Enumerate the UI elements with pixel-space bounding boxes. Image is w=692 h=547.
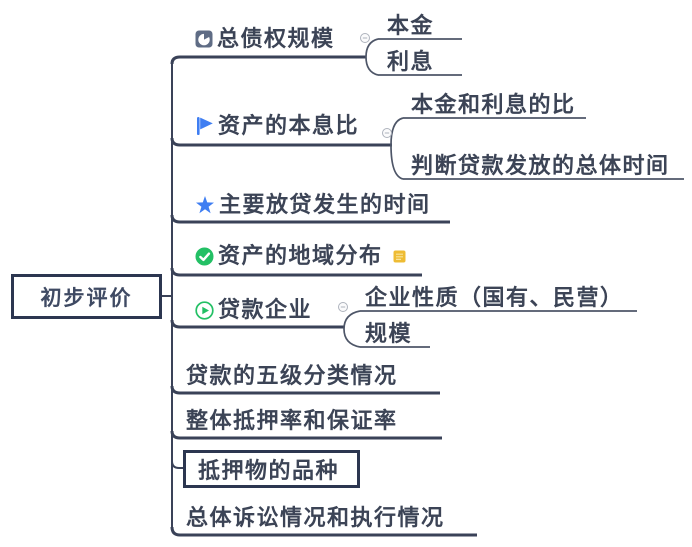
topic-collateral-types[interactable]: 抵押物的品种 bbox=[183, 450, 360, 488]
subtopic-interest[interactable]: 利息 bbox=[387, 49, 435, 75]
topic-lending-time[interactable]: 主要放贷发生的时间 bbox=[195, 192, 431, 218]
collapse-handle-total-debt[interactable] bbox=[360, 33, 370, 43]
topic-label: 贷款企业 bbox=[218, 297, 313, 323]
flag-icon bbox=[196, 116, 214, 136]
bracket-enterprise-children bbox=[343, 310, 361, 348]
topic-litigation-enforcement[interactable]: 总体诉讼情况和执行情况 bbox=[186, 505, 445, 531]
root-node-label: 初步评价 bbox=[40, 284, 133, 310]
topic-label: 总体诉讼情况和执行情况 bbox=[186, 505, 445, 531]
root-node[interactable]: 初步评价 bbox=[11, 274, 162, 319]
topic-label: 主要放贷发生的时间 bbox=[219, 192, 431, 218]
topic-mortgage-guarantee-rate[interactable]: 整体抵押率和保证率 bbox=[186, 408, 398, 434]
topic-label: 抵押物的品种 bbox=[198, 458, 340, 484]
branch-underline-total-debt bbox=[170, 55, 366, 65]
topic-label: 贷款的五级分类情况 bbox=[186, 363, 398, 389]
topic-label: 整体抵押率和保证率 bbox=[186, 408, 398, 434]
pie-chart-icon bbox=[195, 30, 213, 48]
bracket-ratio-children bbox=[390, 117, 404, 180]
subtopic-scale[interactable]: 规模 bbox=[365, 321, 413, 347]
check-icon bbox=[195, 247, 214, 266]
root-trunk-line bbox=[162, 60, 173, 528]
topic-label: 资产的地域分布 bbox=[218, 243, 383, 269]
topic-five-level-classification[interactable]: 贷款的五级分类情况 bbox=[186, 363, 398, 389]
branch-connector-collateral-box bbox=[171, 460, 183, 469]
note-icon[interactable] bbox=[393, 250, 406, 263]
topic-principal-interest-ratio[interactable]: 资产的本息比 bbox=[196, 113, 359, 139]
topic-label: 总债权规模 bbox=[217, 26, 335, 52]
topic-total-debt[interactable]: 总债权规模 bbox=[195, 26, 335, 52]
topic-regional-distribution[interactable]: 资产的地域分布 bbox=[195, 243, 406, 269]
subtopic-ratio[interactable]: 本金和利息的比 bbox=[411, 92, 576, 118]
play-icon bbox=[195, 300, 214, 320]
branch-underline-principal-interest-ratio bbox=[170, 137, 392, 147]
subtopic-principal[interactable]: 本金 bbox=[387, 13, 435, 39]
topic-label: 资产的本息比 bbox=[218, 113, 360, 139]
collapse-handle-ratio[interactable] bbox=[382, 128, 392, 138]
star-icon bbox=[195, 195, 215, 215]
subtopic-enterprise-nature[interactable]: 企业性质（国有、民营） bbox=[365, 285, 624, 311]
subtopic-judge-time[interactable]: 判断贷款发放的总体时间 bbox=[411, 153, 670, 179]
topic-loan-enterprises[interactable]: 贷款企业 bbox=[195, 297, 312, 323]
collapse-handle-enterprise[interactable] bbox=[338, 302, 348, 312]
branch-underline-regional-distribution bbox=[170, 267, 422, 277]
bracket-total-debt-children bbox=[365, 38, 379, 76]
